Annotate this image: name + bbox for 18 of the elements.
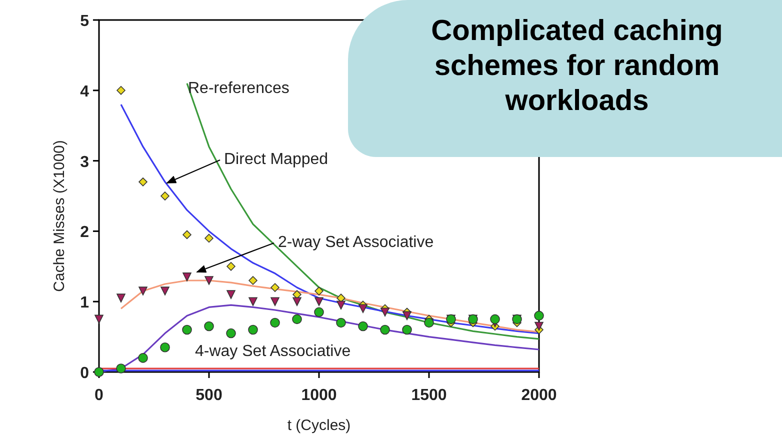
tick-label: 5: [80, 13, 89, 30]
tick-label: 2000: [521, 387, 557, 404]
annotation-label: 2-way Set Associative: [278, 234, 434, 251]
axis-title: t (Cycles): [287, 417, 351, 434]
tick-label: 1500: [411, 387, 447, 404]
tick-label: 4: [80, 83, 89, 100]
axis-title: Cache Misses (X1000): [51, 140, 68, 292]
tick-label: 500: [196, 387, 222, 404]
callout-box: Complicated caching schemes for random workloads: [348, 0, 782, 157]
annotation-label: Direct Mapped: [224, 151, 328, 168]
tick-label: 0: [94, 387, 104, 404]
tick-label: 1: [80, 294, 89, 312]
tick-label: 0: [80, 365, 89, 382]
annotation-label: 4-way Set Associative: [195, 343, 351, 360]
tick-label: 3: [80, 154, 89, 171]
tick-label: 1000: [301, 387, 337, 404]
annotation-label: Re-references: [188, 80, 290, 97]
tick-label: 2: [80, 224, 89, 242]
